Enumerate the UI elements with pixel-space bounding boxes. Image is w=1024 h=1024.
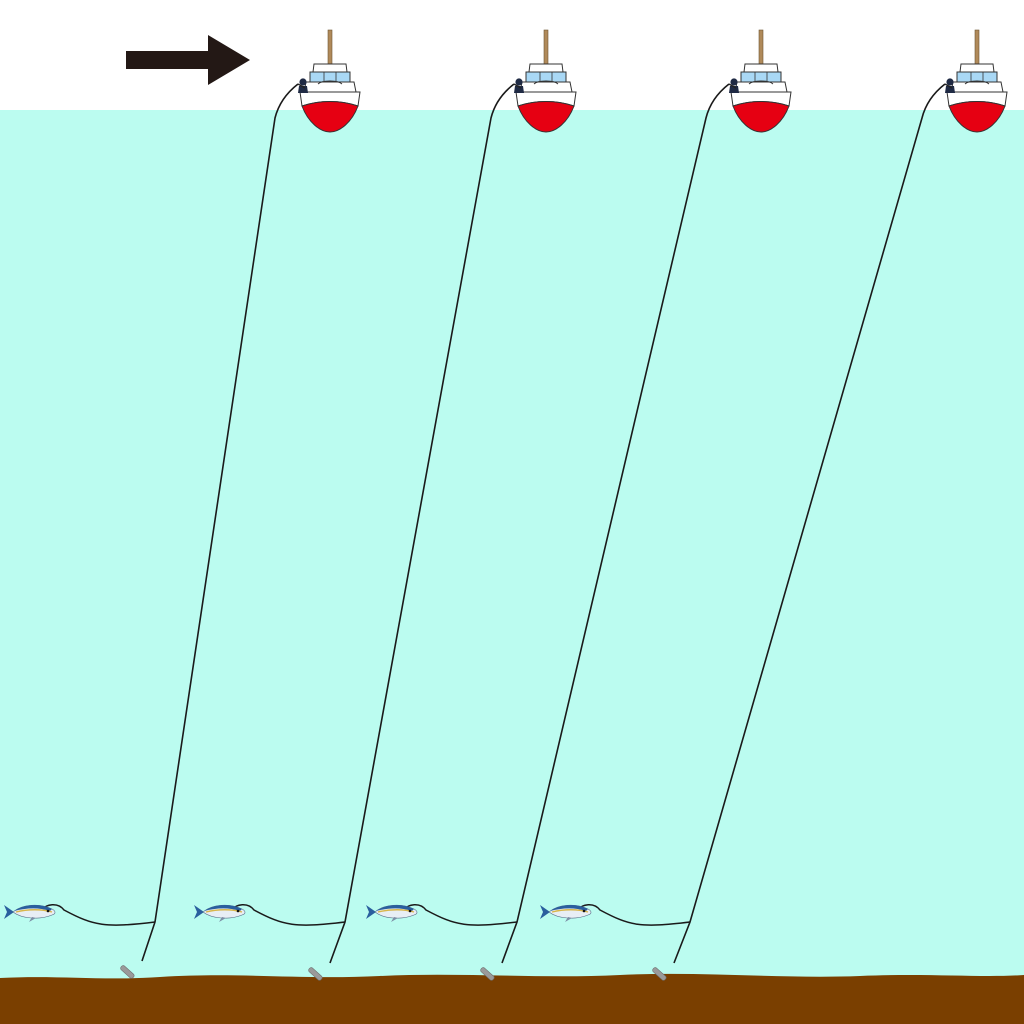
right-arrow-icon — [126, 35, 250, 85]
angler-icon — [730, 78, 738, 86]
fishing-line — [501, 83, 730, 964]
leader-line — [403, 904, 518, 926]
stage-4 — [540, 29, 1008, 981]
angler-icon — [946, 78, 954, 86]
fishing-boat-icon — [944, 29, 1008, 133]
stage-3 — [366, 29, 792, 981]
leader-line — [231, 904, 346, 926]
fishing-rod — [297, 83, 306, 89]
fish-icon — [194, 904, 246, 922]
sinker-icon — [308, 967, 323, 981]
sinker-icon — [120, 965, 135, 979]
stage-1 — [4, 29, 361, 979]
fish-icon — [366, 904, 418, 922]
angler-icon — [515, 78, 523, 86]
leader-line — [577, 904, 691, 926]
angler-icon — [299, 78, 307, 86]
water — [0, 110, 1024, 990]
stages — [4, 29, 1008, 981]
stage-2 — [194, 29, 577, 981]
fishing-rod — [944, 83, 953, 89]
fishing-rod — [513, 83, 522, 89]
sinker-icon — [652, 967, 667, 981]
sinker-icon — [480, 967, 495, 981]
fishing-boat-icon — [728, 29, 792, 133]
fishing-boat-icon — [297, 29, 361, 133]
fish-icon — [4, 904, 56, 922]
fishing-line — [329, 83, 515, 964]
fishing-line — [141, 83, 299, 962]
leader-line — [41, 904, 156, 926]
fishing-rod — [728, 83, 737, 89]
seabed — [0, 973, 1024, 1024]
fish-icon — [540, 904, 592, 922]
fishing-line — [673, 83, 946, 964]
fishing-boat-icon — [513, 29, 577, 133]
